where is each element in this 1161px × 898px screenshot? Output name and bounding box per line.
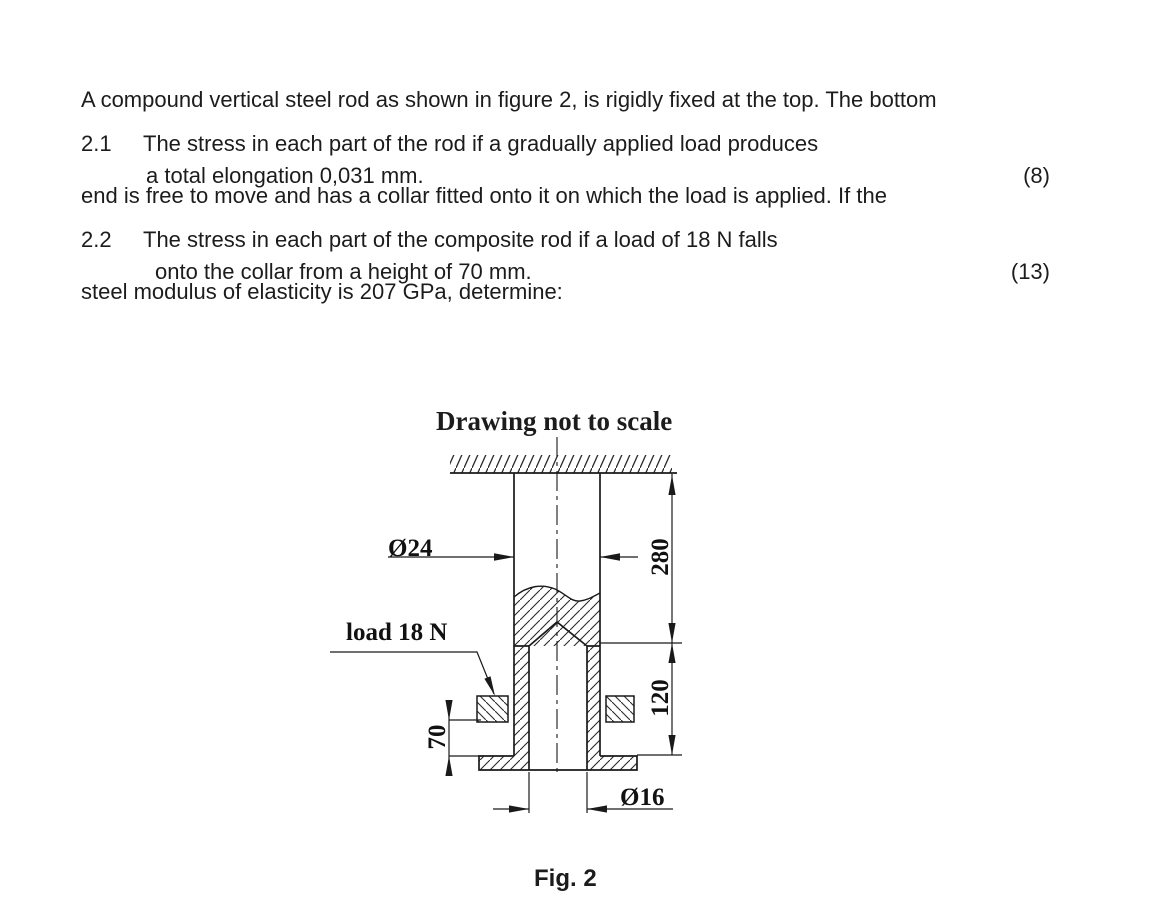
rod-section-hatch	[479, 586, 637, 770]
label-load: load 18 N	[346, 619, 447, 646]
fixed-support	[450, 455, 677, 474]
arrow-70-top	[445, 700, 453, 720]
arrow-dia16-right	[587, 805, 607, 813]
load-collar	[476, 695, 635, 723]
arrow-dia16-left	[509, 805, 529, 813]
label-length-top: 280	[647, 538, 674, 576]
arrow-dia24-right	[600, 553, 620, 561]
figure-caption: Fig. 2	[534, 865, 597, 892]
arrow-120-bottom	[668, 735, 676, 755]
load-collar-left	[476, 695, 509, 723]
dimension-arrows	[445, 475, 676, 813]
question-2-1-line1: The stress in each part of the rod if a …	[143, 131, 819, 156]
label-diameter-bottom: Ø16	[620, 784, 664, 811]
load-collar-right	[605, 695, 635, 723]
ext-lines-dia16	[528, 772, 588, 813]
inner-rod-edges	[528, 646, 588, 770]
label-diameter-top: Ø24	[388, 535, 433, 562]
question-2-2-number: 2.2	[81, 227, 112, 252]
break-wavy-line	[513, 585, 601, 602]
fixed-support-hatch	[450, 455, 672, 473]
intro-line-2: end is free to move and has a collar fit…	[81, 183, 887, 208]
intro-paragraph: A compound vertical steel rod as shown i…	[81, 20, 937, 372]
arrow-dia24-left	[494, 553, 514, 561]
label-length-bottom: 120	[647, 679, 674, 717]
arrow-load-leader	[484, 676, 495, 696]
intro-line-3: steel modulus of elasticity is 207 GPa, …	[81, 279, 563, 304]
bottom-collar-outline	[478, 755, 638, 771]
dimension-labels: Ø24 Ø16 load 18 N 280 120 70	[346, 535, 674, 811]
question-2-2-line1: The stress in each part of the composite…	[143, 227, 778, 252]
arrow-120-top	[668, 643, 676, 663]
arrow-280-bottom	[668, 623, 676, 643]
question-2-1-number: 2.1	[81, 131, 112, 156]
intro-line-1: A compound vertical steel rod as shown i…	[81, 87, 937, 112]
ext-lines-70	[449, 719, 481, 757]
question-2-1-line2: a total elongation 0,031 mm.	[146, 163, 424, 188]
question-2-1-marks: (8)	[1023, 163, 1050, 188]
question-2-2-marks: (13)	[1010, 259, 1050, 284]
question-2-2-line2: onto the collar from a height of 70 mm.	[155, 259, 532, 284]
label-drop-height: 70	[424, 725, 451, 750]
left-wall-collar-hatch	[479, 646, 529, 770]
drawing-note: Drawing not to scale	[436, 406, 673, 436]
rod-outline	[478, 473, 638, 771]
arrow-280-top	[668, 475, 676, 495]
arrow-70-bottom	[445, 756, 453, 776]
load-leader-line	[330, 651, 495, 695]
